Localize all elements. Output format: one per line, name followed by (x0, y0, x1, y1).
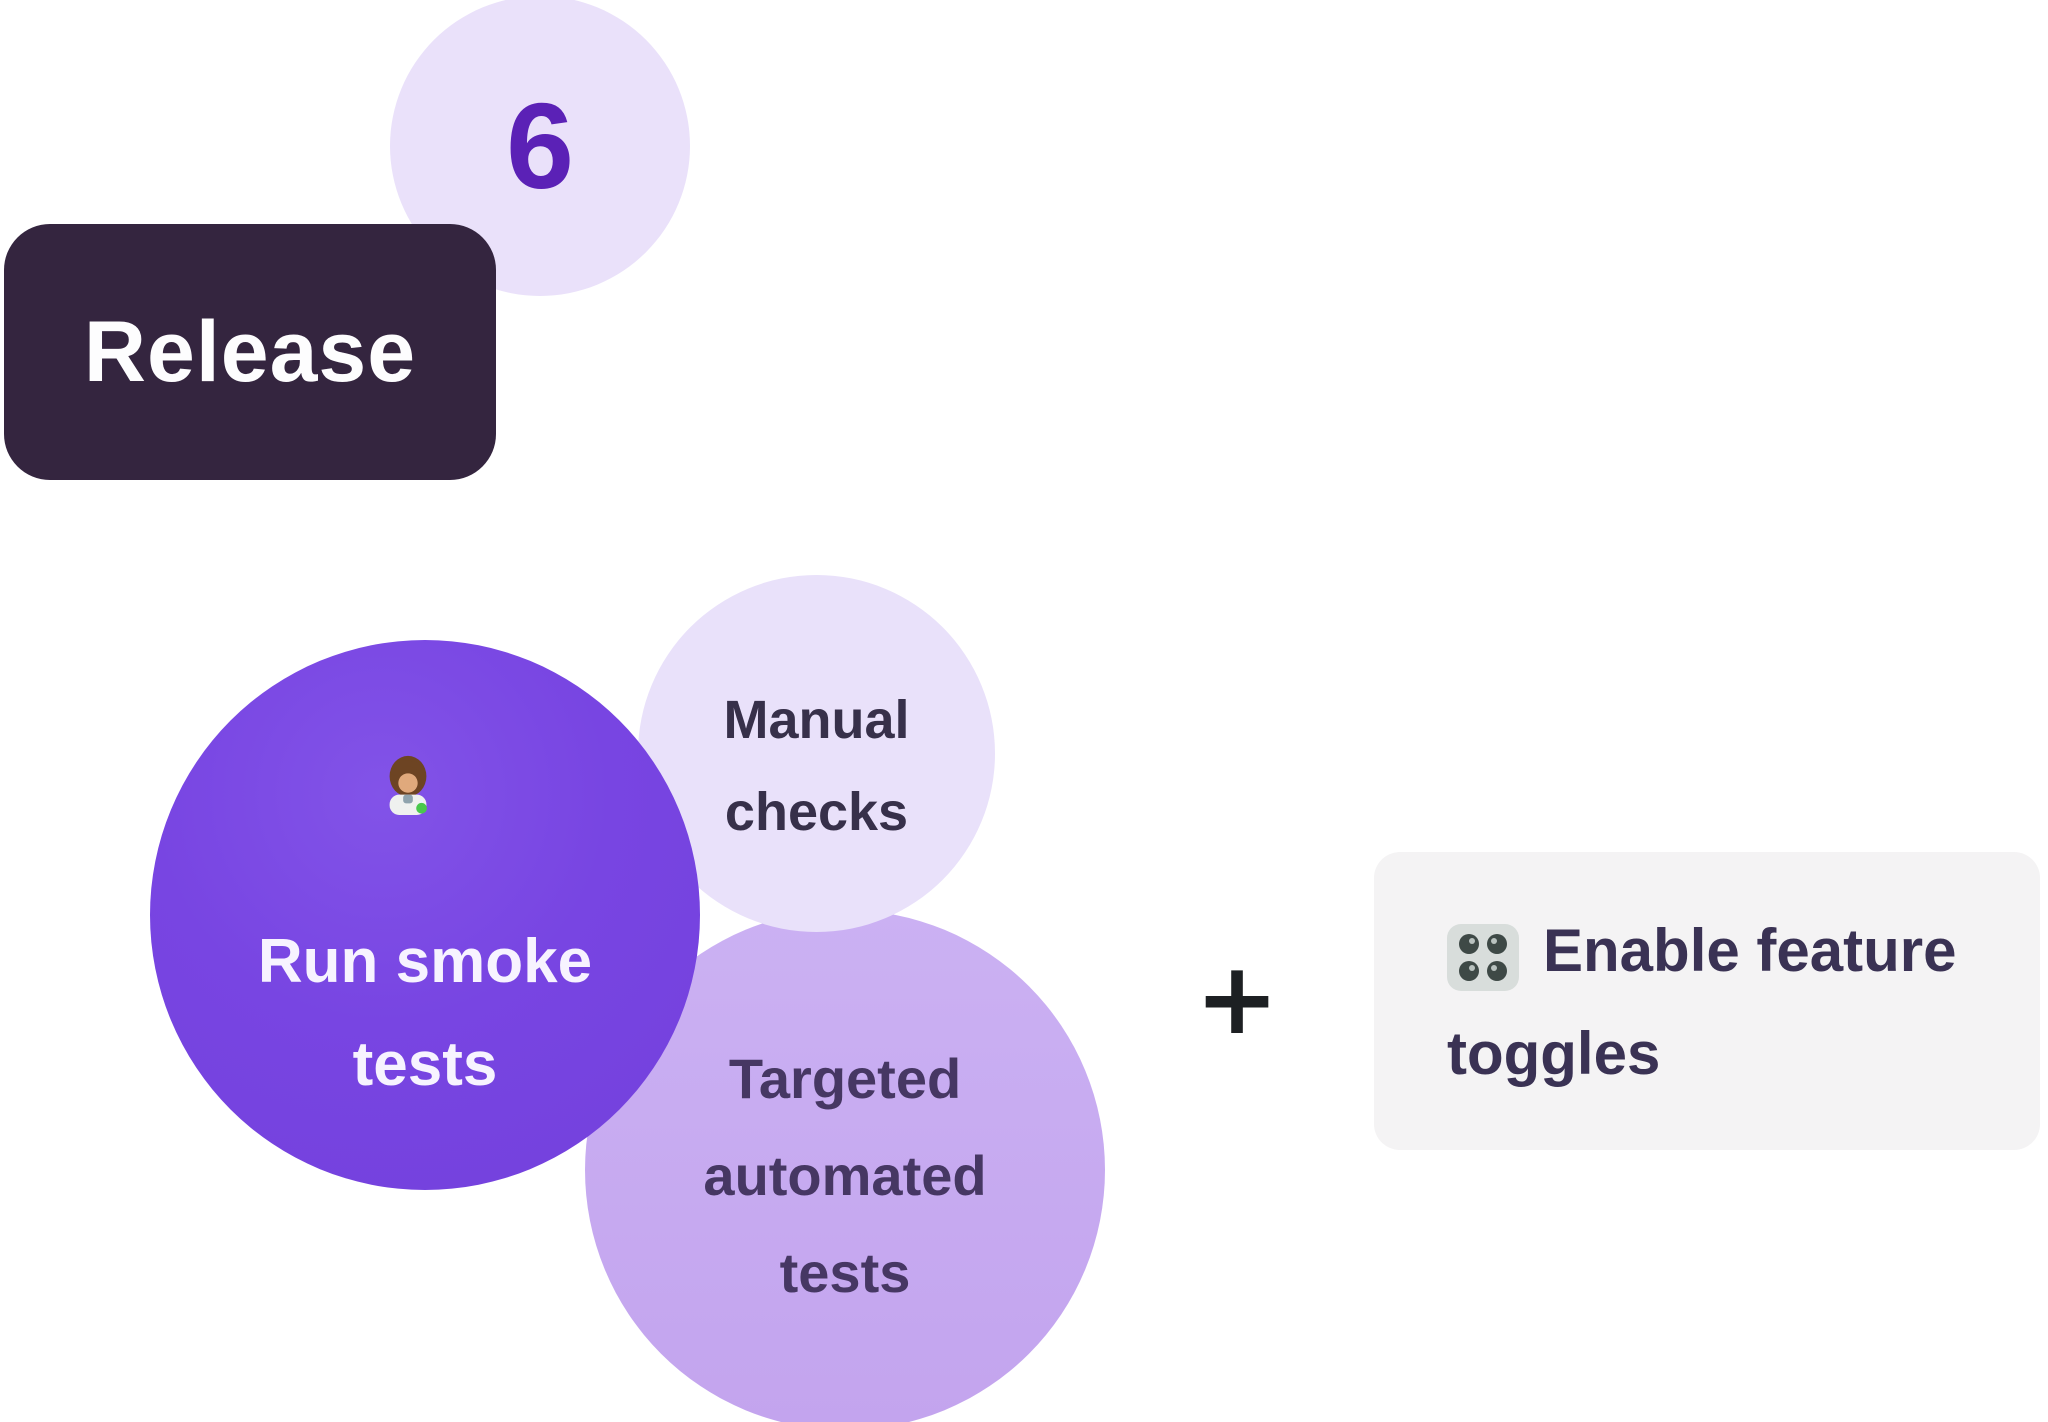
release-badge: Release (4, 224, 496, 480)
bubble-label: Run smoke tests (257, 927, 593, 1099)
bubble-label: Manual checks (723, 690, 910, 842)
bubble-run-smoke-tests: Run smoke tests (150, 640, 700, 1190)
plus-icon: + (1195, 940, 1279, 1057)
action-card-label: Enable feature toggles (1447, 917, 1957, 1087)
plus-connector: + (1177, 939, 1297, 1059)
release-badge-label: Release (83, 303, 417, 400)
feature-toggles-icon (1447, 919, 1519, 991)
bubble-manual-checks: Manual checks (638, 575, 995, 932)
bubble-label: Targeted automated tests (703, 1047, 987, 1304)
step-number: 6 (506, 78, 574, 214)
action-card-content: Enable feature toggles (1447, 899, 1992, 1105)
enable-feature-toggles-card: Enable feature toggles (1374, 852, 2040, 1150)
woman-scientist-icon (150, 752, 666, 816)
